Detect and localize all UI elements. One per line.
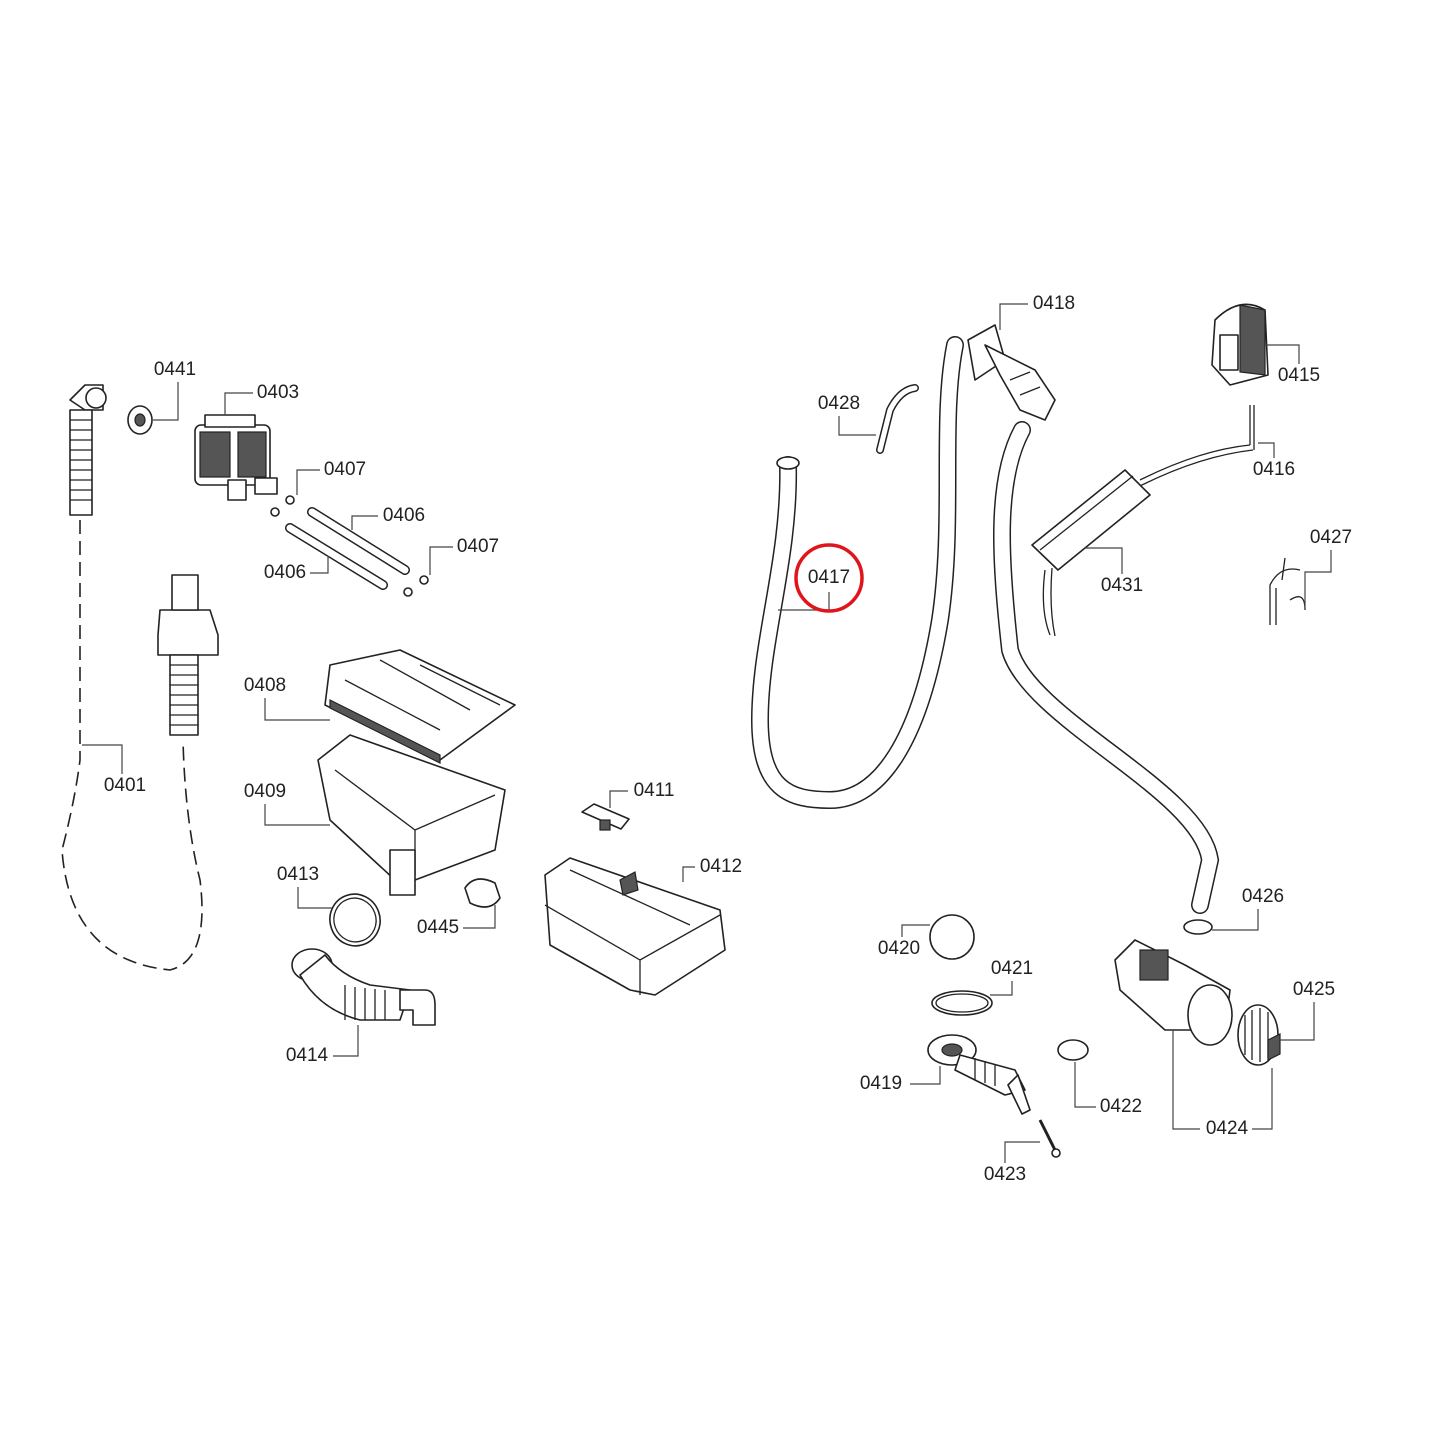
label-0422[interactable]: 0422 xyxy=(1100,1096,1142,1117)
part-0425-pump-filter[interactable] xyxy=(1237,1004,1281,1066)
label-0428[interactable]: 0428 xyxy=(818,393,860,414)
label-0412[interactable]: 0412 xyxy=(700,856,742,877)
part-0408-dispenser-cover[interactable] xyxy=(324,649,516,764)
label-0425[interactable]: 0425 xyxy=(1293,979,1335,1000)
label-0445[interactable]: 0445 xyxy=(417,917,459,938)
label-0416[interactable]: 0416 xyxy=(1253,459,1295,480)
label-0408[interactable]: 0408 xyxy=(244,675,286,696)
part-0417-hose[interactable] xyxy=(750,336,964,810)
part-0406-hoses[interactable] xyxy=(285,507,410,590)
part-0415-pressure-switch[interactable] xyxy=(1211,303,1269,386)
part-drain-hose[interactable] xyxy=(993,421,1220,914)
part-0412-detergent-drawer[interactable] xyxy=(544,857,726,996)
label-0411[interactable]: 0411 xyxy=(634,780,675,801)
part-0413-seal-ring[interactable] xyxy=(323,887,388,953)
part-0441-filter-washer[interactable] xyxy=(127,405,153,435)
highlight-circle-0417 xyxy=(794,543,864,613)
label-0431[interactable]: 0431 xyxy=(1101,575,1143,596)
part-0424-drain-pump[interactable] xyxy=(1114,939,1233,1046)
part-0422-clamp[interactable] xyxy=(1057,1039,1089,1061)
label-0407[interactable]: 0407 xyxy=(324,459,366,480)
part-0419-sump[interactable] xyxy=(927,1034,1031,1115)
part-0426-clamp[interactable] xyxy=(1183,919,1213,935)
part-0420-ball[interactable] xyxy=(929,914,975,960)
part-0418-elbow[interactable] xyxy=(967,324,1056,421)
label-0426[interactable]: 0426 xyxy=(1242,886,1284,907)
part-0409-dispenser-housing[interactable] xyxy=(317,734,506,896)
label-0441[interactable]: 0441 xyxy=(154,359,196,380)
label-0401[interactable]: 0401 xyxy=(104,775,146,796)
label-0407[interactable]: 0407 xyxy=(457,536,499,557)
label-0413[interactable]: 0413 xyxy=(277,864,319,885)
label-0423[interactable]: 0423 xyxy=(984,1164,1026,1185)
label-0418[interactable]: 0418 xyxy=(1033,293,1075,314)
part-0427-clip[interactable] xyxy=(1269,557,1306,625)
part-0421-clamp[interactable] xyxy=(931,990,993,1016)
part-0428-tube[interactable] xyxy=(876,384,919,454)
label-0424[interactable]: 0424 xyxy=(1206,1118,1249,1139)
part-0423-screw[interactable] xyxy=(1038,1119,1061,1158)
label-0406[interactable]: 0406 xyxy=(264,562,306,583)
label-0415[interactable]: 0415 xyxy=(1278,365,1320,386)
label-0403[interactable]: 0403 xyxy=(257,382,299,403)
part-0411[interactable] xyxy=(581,803,630,831)
label-0419[interactable]: 0419 xyxy=(860,1073,902,1094)
part-0431-module[interactable] xyxy=(1031,405,1255,637)
part-0445[interactable] xyxy=(464,878,501,908)
part-0407-clamps[interactable] xyxy=(270,495,429,597)
label-0421[interactable]: 0421 xyxy=(991,958,1033,979)
part-0414-bellow[interactable] xyxy=(291,948,436,1026)
label-0409[interactable]: 0409 xyxy=(244,781,286,802)
label-0427[interactable]: 0427 xyxy=(1310,527,1352,548)
part-0401-inlet-hose[interactable] xyxy=(61,384,219,971)
label-0417[interactable]: 0417 xyxy=(808,567,850,588)
leader-lines xyxy=(82,303,1332,1163)
part-labels: 0441 0403 0407 0406 0406 0407 0401 0408 … xyxy=(104,293,1352,1185)
label-0414[interactable]: 0414 xyxy=(286,1045,329,1066)
part-0403-valve[interactable] xyxy=(194,414,278,501)
label-0406[interactable]: 0406 xyxy=(383,505,425,526)
label-0420[interactable]: 0420 xyxy=(878,938,920,959)
